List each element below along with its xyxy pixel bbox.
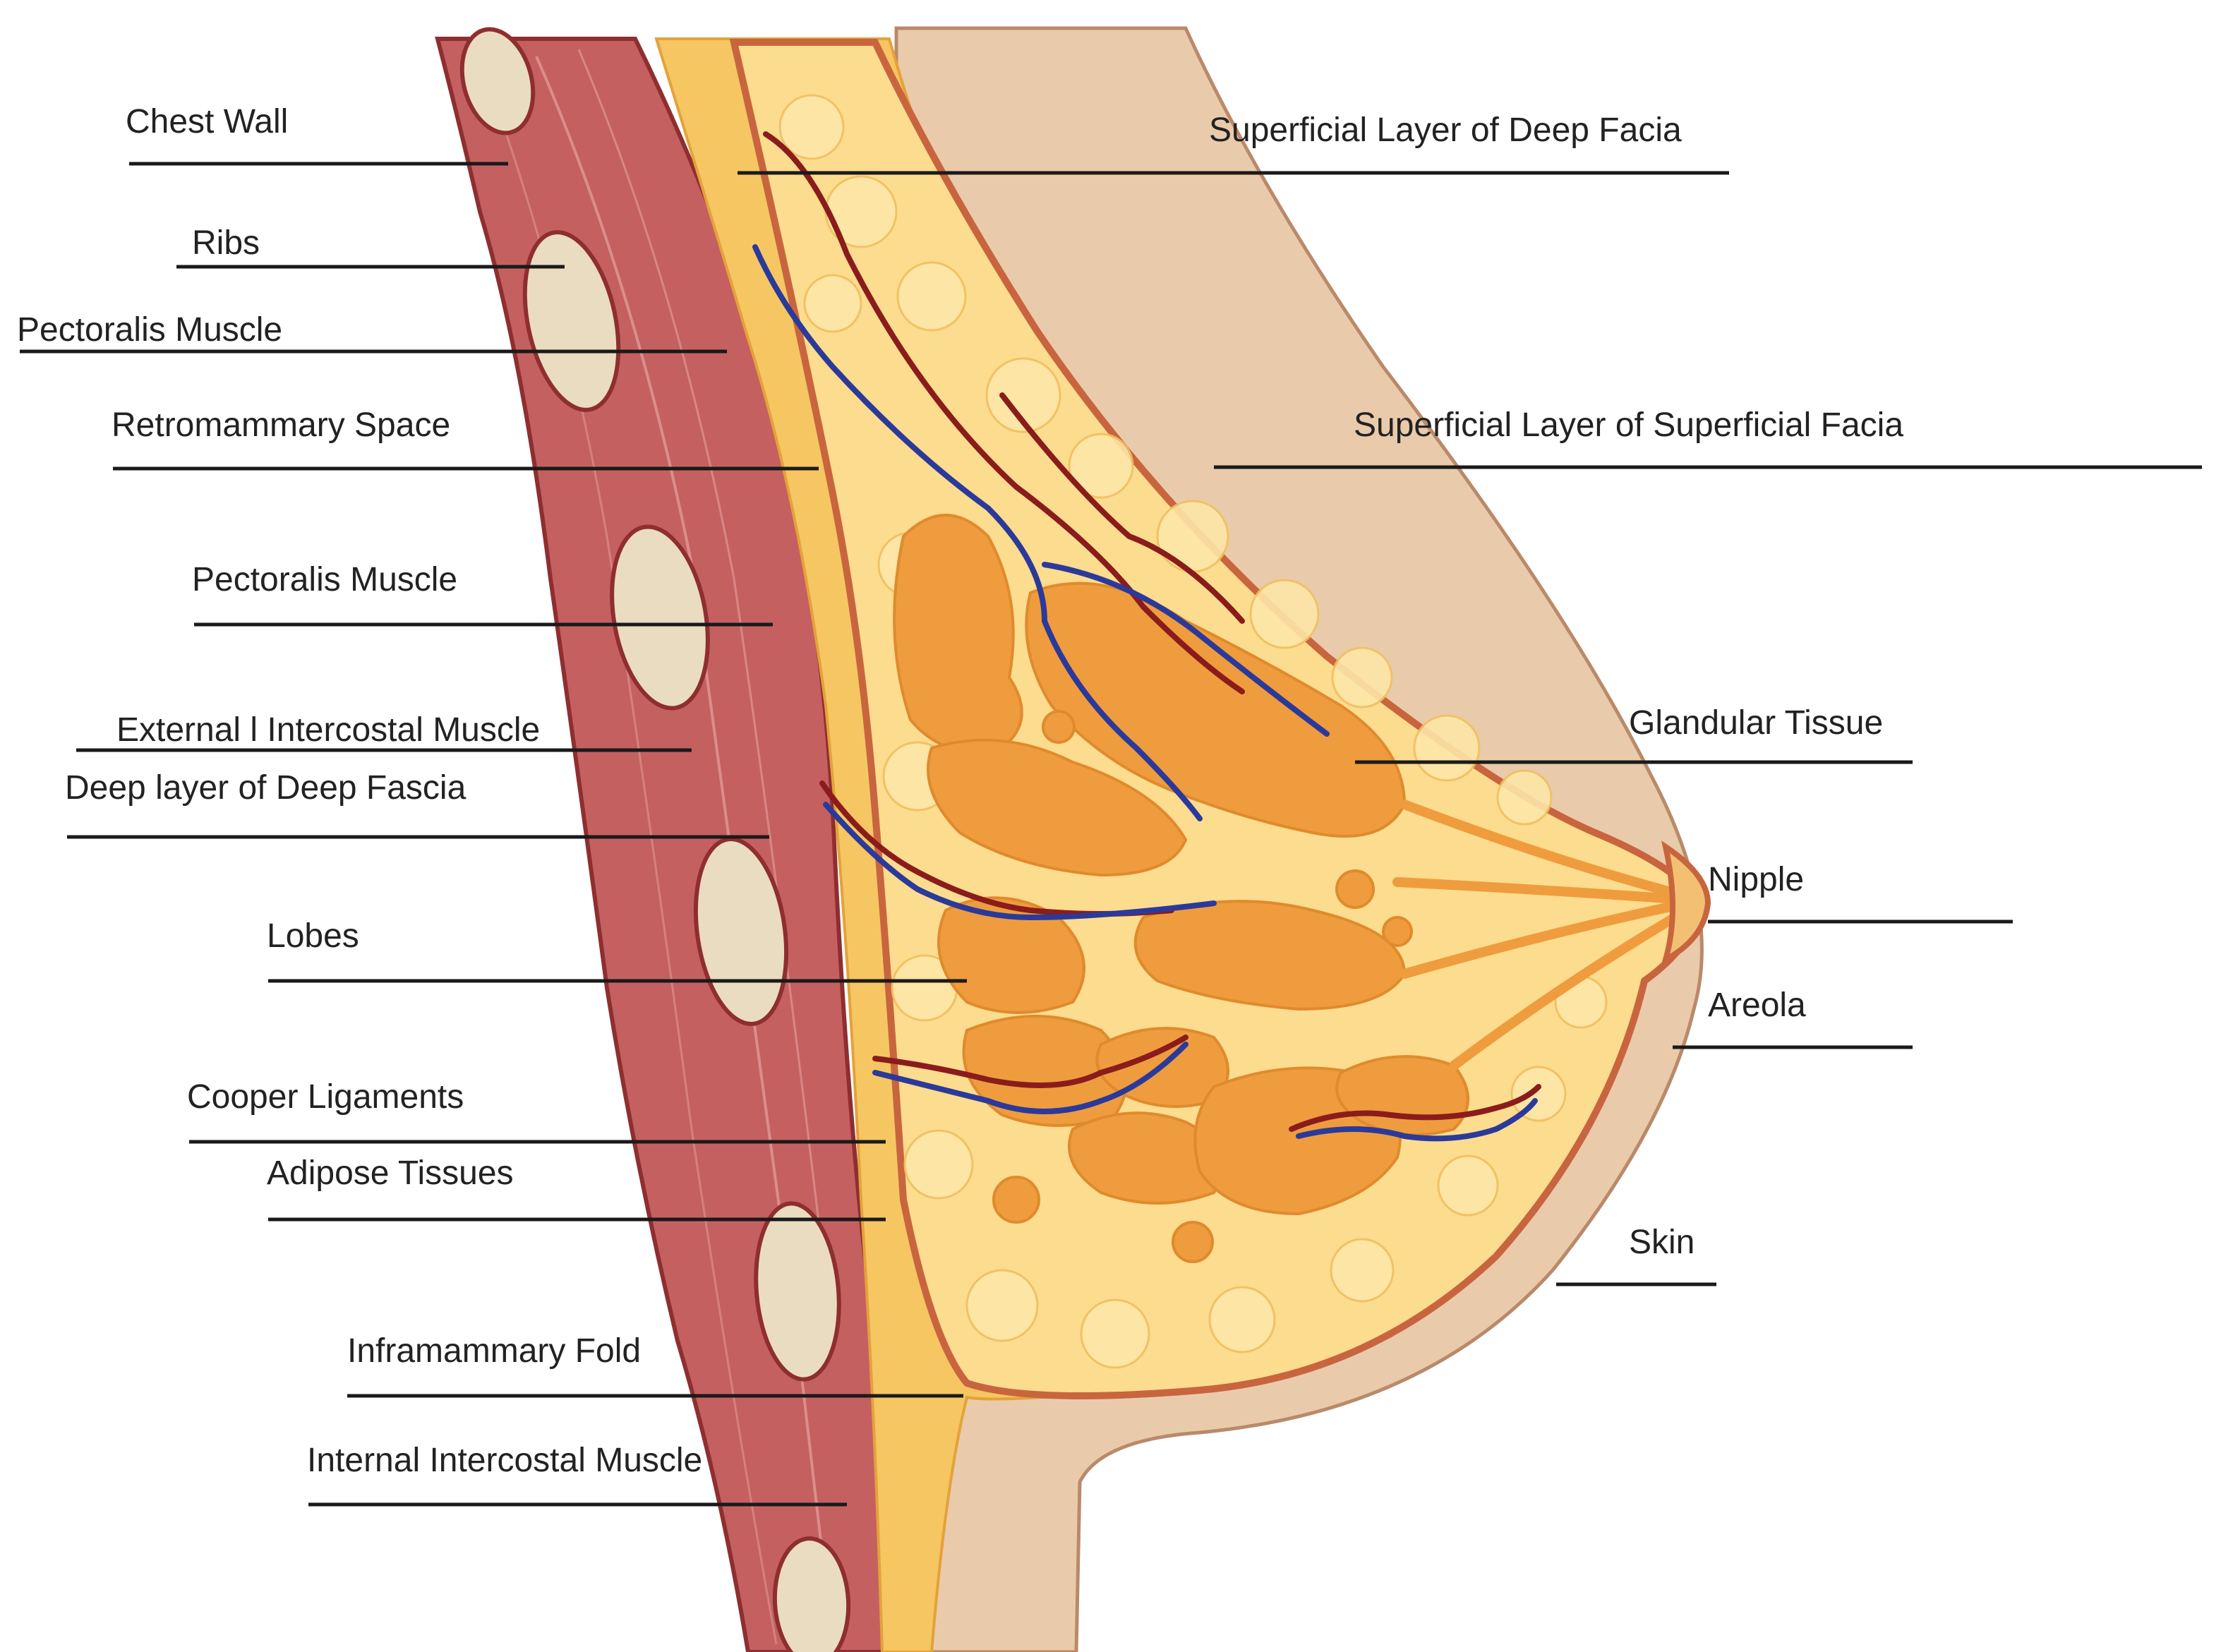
label-superficial-layer-superficial-facia: Superficial Layer of Superficial Facia [1354, 406, 1903, 444]
label-ribs: Ribs [192, 224, 260, 262]
label-glandular-tissue: Glandular Tissue [1629, 704, 1883, 742]
artery-lower [872, 1035, 1188, 1088]
vein-lower-right [1296, 1098, 1538, 1142]
label-internal-intercostal-muscle: Internal Intercostal Muscle [307, 1442, 702, 1479]
label-retromammary-space: Retromammary Space [112, 406, 450, 444]
label-external-intercostal-muscle: External l Intercostal Muscle [116, 711, 540, 749]
label-pectoralis-muscle-lower: Pectoralis Muscle [192, 561, 457, 598]
label-adipose-tissues: Adipose Tissues [267, 1154, 514, 1192]
nipple [1661, 840, 1711, 966]
vein-upper-branch [1042, 562, 1330, 737]
label-cooper-ligaments: Cooper Ligaments [187, 1078, 464, 1116]
rib-4 [693, 837, 789, 1026]
label-deep-layer-deep-fascia: Deep layer of Deep Fascia [65, 769, 467, 807]
vein-middle [823, 802, 1217, 921]
rib-6 [772, 1536, 851, 1652]
ribs [459, 27, 851, 1652]
blood-vessels [752, 131, 1541, 1142]
label-areola: Areola [1708, 987, 1806, 1024]
artery-upper [763, 131, 1245, 694]
label-lobes: Lobes [267, 917, 359, 955]
vein-upper [752, 244, 1203, 821]
labels: Chest Wall Ribs Pectoralis Muscle Retrom… [17, 103, 1903, 1479]
label-pectoralis-muscle-upper: Pectoralis Muscle [17, 311, 282, 349]
label-inframammary-fold: Inframammary Fold [347, 1332, 641, 1370]
vein-lower [872, 1042, 1188, 1114]
artery-lower-right [1289, 1084, 1541, 1132]
label-chest-wall: Chest Wall [126, 103, 288, 140]
leader-lines [20, 162, 2202, 1507]
rib-1 [459, 27, 536, 135]
rib-5 [754, 1201, 841, 1382]
label-superficial-layer-deep-facia: Superficial Layer of Deep Facia [1209, 111, 1682, 149]
rib-2 [522, 230, 621, 412]
label-skin: Skin [1629, 1224, 1695, 1261]
label-nipple: Nipple [1708, 861, 1804, 898]
artery-upper-branch [999, 392, 1245, 624]
